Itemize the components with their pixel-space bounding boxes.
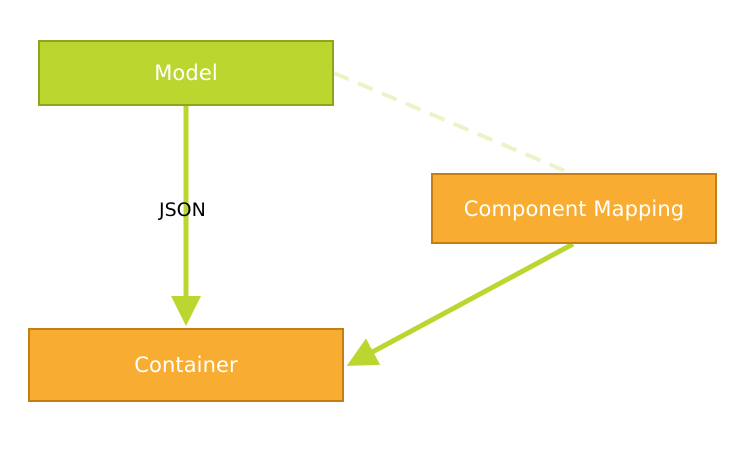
container-node: Container <box>28 328 344 402</box>
component-mapping-node-label: Component Mapping <box>463 196 685 221</box>
edge-model-to-component-mapping <box>333 71 571 175</box>
edge-component-mapping-to-container <box>346 241 575 366</box>
json-edge-label: JSON <box>159 199 206 221</box>
component-mapping-node: Component Mapping <box>431 173 717 244</box>
model-node-label: Model <box>154 61 218 85</box>
model-node: Model <box>38 40 334 106</box>
container-node-label: Container <box>134 353 238 377</box>
